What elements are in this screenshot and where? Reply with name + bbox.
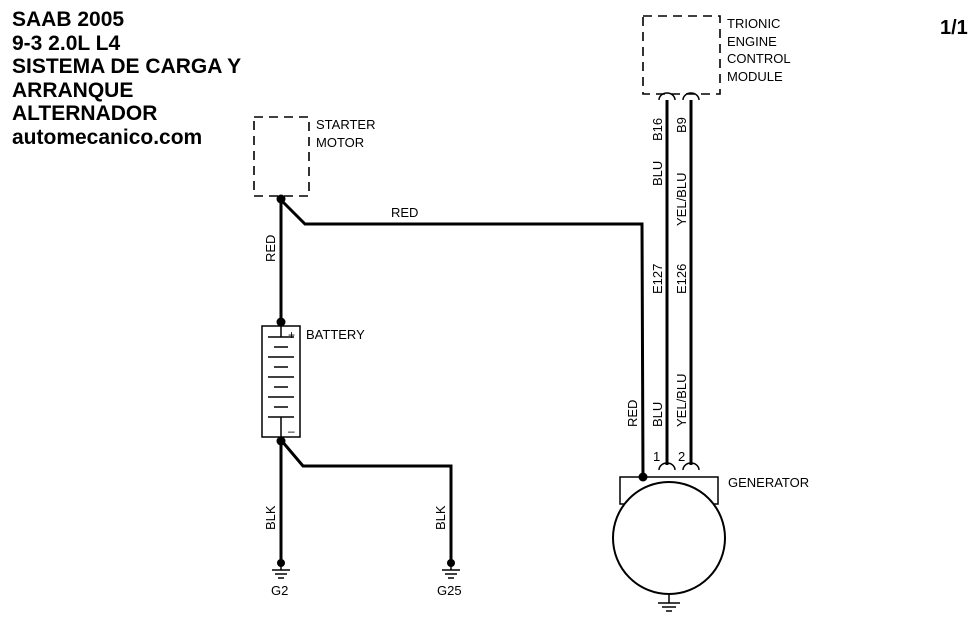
wire-labels: RED RED RED B16 B9 BLU YEL/BLU E127 E126… (263, 117, 689, 530)
ground-g25-label: G25 (437, 583, 462, 598)
ground-g25: G25 (437, 559, 462, 598)
wire-starter-generator (279, 198, 645, 479)
ecm-label-3: CONTROL (727, 51, 791, 66)
generator-pin-1: 1 (653, 449, 660, 464)
wire-label-red-gen: RED (625, 400, 640, 427)
junctions (276, 194, 648, 482)
wire-label-e127: E127 (650, 264, 665, 294)
wire-label-yelblu-bottom: YEL/BLU (674, 374, 689, 427)
junction-battery-negative (276, 436, 286, 446)
wire-battery-g25 (279, 439, 453, 560)
ecm-connector-b16 (658, 92, 676, 101)
wire-label-blu-top: BLU (650, 161, 665, 186)
diagram-title: SAAB 2005 9-3 2.0L L4 SISTEMA DE CARGA Y… (12, 8, 241, 149)
title-line-1: SAAB 2005 (12, 8, 125, 31)
wire-label-blk-g25: BLK (433, 505, 448, 530)
ground-g2: G2 (271, 559, 290, 598)
wire-label-b9: B9 (674, 117, 689, 133)
ecm-connector-b9 (682, 92, 700, 101)
wire-label-e126: E126 (674, 264, 689, 294)
battery-plus: + (288, 328, 295, 342)
title-line-5: ALTERNADOR (12, 102, 158, 125)
title-line-4: ARRANQUE (12, 78, 134, 102)
generator-body (612, 481, 726, 595)
generator-pin-2: 2 (678, 449, 685, 464)
wire-label-blk-g2: BLK (263, 505, 278, 530)
ecm-dashed-box (642, 15, 721, 95)
ecm-label-1: TRIONIC (727, 16, 780, 31)
wire-label-red-left: RED (263, 235, 278, 262)
ecm-module: TRIONIC ENGINE CONTROL MODULE (642, 15, 791, 101)
starter-motor: STARTER MOTOR (253, 116, 375, 197)
title-line-3: SISTEMA DE CARGA Y (12, 55, 242, 78)
ecm-label-2: ENGINE (727, 34, 777, 49)
battery-label: BATTERY (306, 327, 365, 342)
title-line-6: automecanico.com (12, 125, 203, 149)
junction-starter (276, 194, 286, 204)
wire-label-red-top: RED (391, 205, 418, 220)
generator: 1 2 GENERATOR (612, 449, 809, 612)
junction-battery-positive (276, 317, 286, 327)
title-line-2: 9-3 2.0L L4 (12, 31, 121, 55)
ecm-label-4: MODULE (727, 69, 783, 84)
generator-connector-2 (682, 462, 700, 471)
ground-g2-label: G2 (271, 583, 288, 598)
wires (279, 100, 693, 560)
starter-label-1: STARTER (316, 117, 375, 132)
wire-label-blu-bottom: BLU (650, 402, 665, 427)
starter-label-2: MOTOR (316, 135, 364, 150)
wire-label-yelblu-top: YEL/BLU (674, 173, 689, 226)
starter-dashed-box (253, 116, 310, 197)
page-number: 1/1 (940, 17, 968, 39)
battery-minus: – (288, 424, 295, 438)
generator-label: GENERATOR (728, 475, 809, 490)
generator-connector-1 (658, 462, 676, 471)
wire-label-b16: B16 (650, 118, 665, 141)
battery: + – BATTERY (261, 325, 365, 438)
